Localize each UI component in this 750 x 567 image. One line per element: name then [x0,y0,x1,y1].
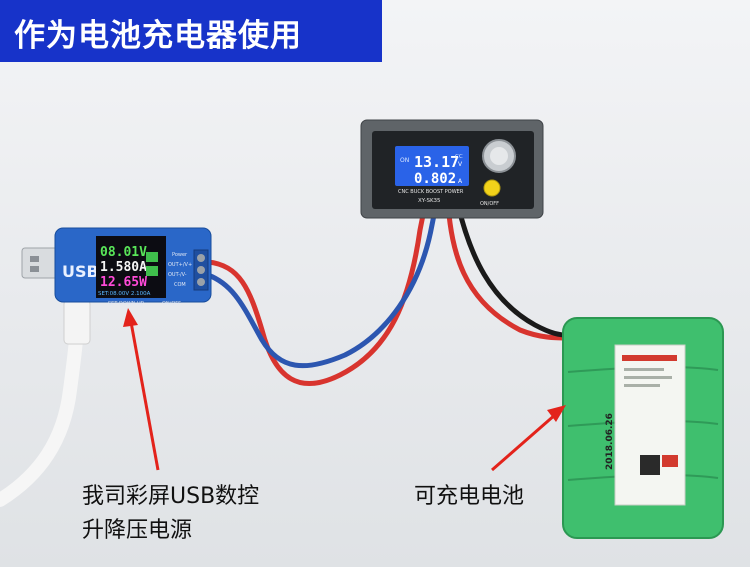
blue-wire-1 [207,204,439,369]
banner-title: 作为电池充电器使用 [14,18,302,54]
usb-set-readout: SET:08.00V 2.100A [98,291,151,297]
usb-cable-plug [63,299,91,345]
usb-module-brand: USB [62,262,99,281]
black-wire-2 [455,204,573,338]
battery-pack: 2018.06.26 [562,317,724,539]
usb-port-com: COM [174,282,186,288]
bb-current-readout: 0.802 [414,171,456,187]
usb-module-buttons-label: SET DOWN UP [108,301,144,307]
arrow-to-battery [491,405,566,472]
buck-boost-lcd [395,146,469,186]
arrow-to-usb-module [123,308,160,471]
usb-power-supply-label-line1: 我司彩屏USB数控 [82,484,260,509]
bb-model: XY-SK35 [418,198,441,204]
bb-a-unit: A [458,178,463,185]
usb-power-supply-label-line2: 升降压电源 [82,518,193,543]
battery-label-sticker [614,344,686,506]
usb-power-readout: 12.65W [100,275,147,290]
usb-port-out-pos: OUT+/V+ [168,262,192,268]
bb-cc-indicator: CC [455,154,463,160]
bb-onoff-button [483,179,501,197]
usb-current-readout: 1.580A [100,260,147,275]
usb-port-out-neg: OUT-/V- [168,272,187,278]
bb-on-indicator: ON [400,157,409,164]
bb-onoff-label: ON/OFF [480,201,499,207]
usb-port-power: Power [172,252,188,258]
red-wire-2 [445,204,571,341]
bb-caption: CNC BUCK BOOST POWER [398,189,464,195]
usb-module-onoff-label: ON/OFF [162,301,181,307]
red-wire-1 [207,204,428,386]
title-banner: 作为电池充电器使用 [0,0,382,62]
rechargeable-battery-label: 可充电电池 [414,484,525,509]
battery-date-label: 2018.06.26 [605,413,615,470]
usb-voltage-readout: 08.01V [100,245,147,260]
bb-voltage-readout: 13.17 [414,153,459,171]
bb-v-unit: V [458,161,463,168]
